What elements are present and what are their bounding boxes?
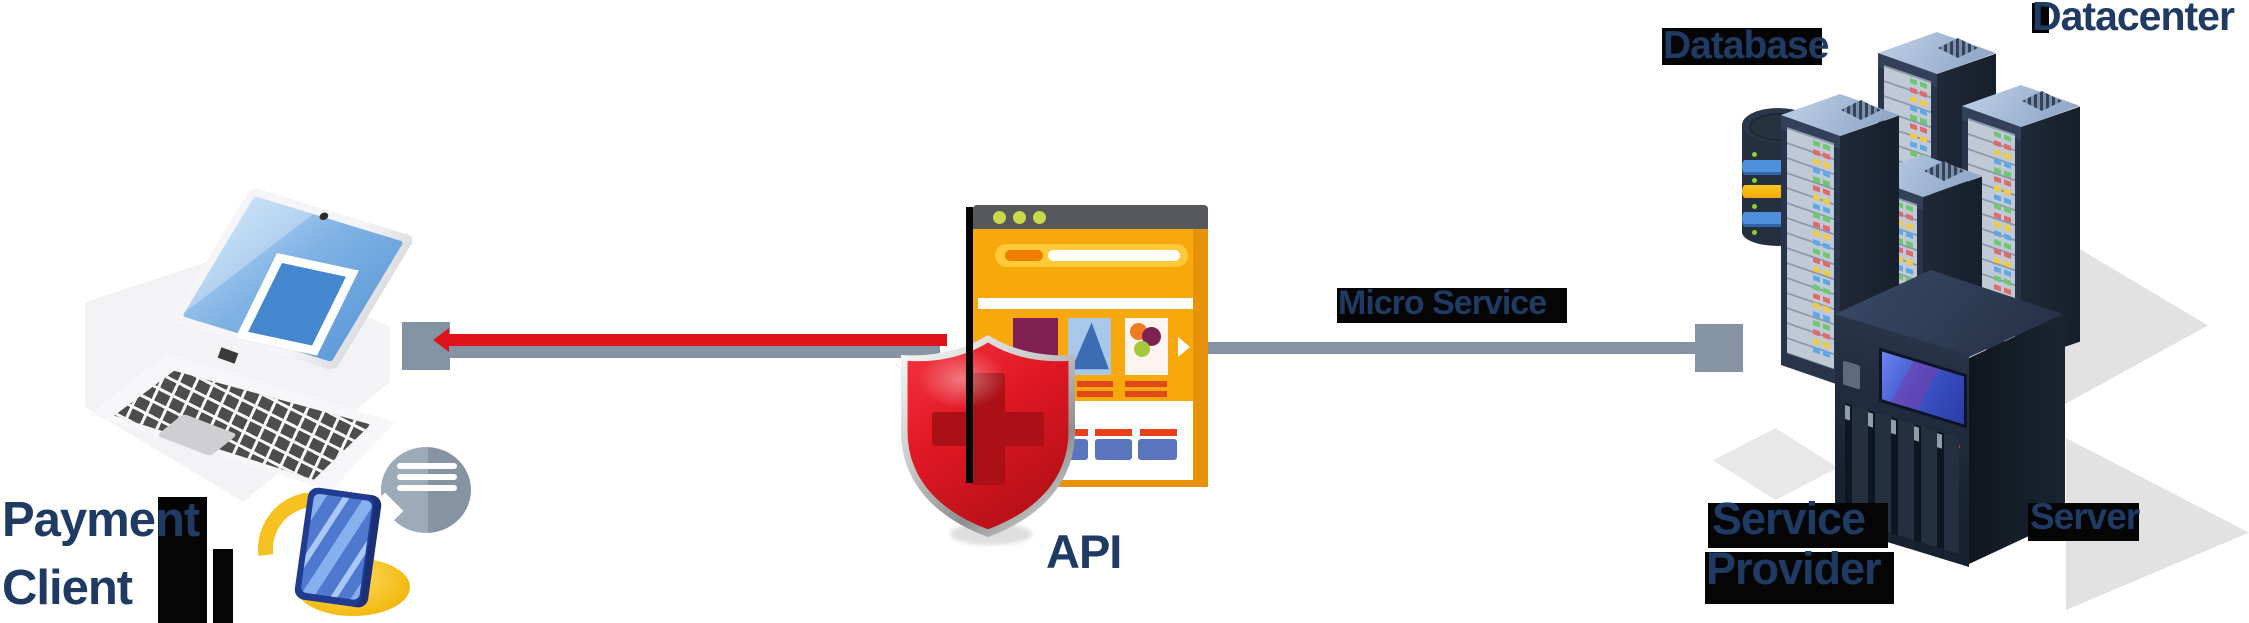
led-dot bbox=[1752, 204, 1757, 209]
content-block bbox=[1138, 439, 1177, 460]
service-provider-label-line2: Provider bbox=[1706, 543, 1882, 594]
artifact-black-bar bbox=[2032, 3, 2049, 33]
artifact-black-bar bbox=[2028, 503, 2139, 541]
text-dash bbox=[1140, 429, 1177, 436]
artifact-black-bar bbox=[966, 207, 973, 483]
nas-screen-stripe bbox=[1882, 351, 1964, 425]
red-link-arrowhead bbox=[433, 328, 449, 352]
server-label: Server bbox=[2030, 496, 2140, 537]
database-label: Database bbox=[1663, 24, 1829, 67]
rack-vent bbox=[1924, 161, 1964, 181]
text-bar bbox=[1125, 381, 1167, 387]
rack-vent bbox=[1841, 100, 1881, 120]
security-shield-icon bbox=[899, 335, 1077, 539]
led-dot bbox=[1752, 152, 1757, 157]
browser-bottom-edge bbox=[973, 480, 1208, 487]
text-bar bbox=[1077, 391, 1113, 397]
service-provider-label-line1: Service bbox=[1712, 493, 1866, 544]
micro-service-label: Micro Service bbox=[1338, 284, 1547, 322]
provider-connector-square bbox=[1695, 324, 1743, 372]
rack-vent bbox=[1938, 38, 1978, 58]
rack-vent bbox=[2022, 91, 2062, 111]
client-api-gray-line bbox=[450, 346, 940, 358]
text-bar bbox=[1125, 391, 1167, 397]
window-dot-icon bbox=[993, 211, 1006, 224]
client-api-red-line bbox=[447, 334, 947, 346]
nas-screen bbox=[1879, 347, 1967, 429]
content-block bbox=[1095, 439, 1132, 460]
rack-leds bbox=[1813, 140, 1820, 359]
window-dot-icon bbox=[1033, 211, 1046, 224]
payment-client-label-line1: Payment bbox=[2, 493, 200, 547]
artifact-black-bar bbox=[1662, 28, 1822, 65]
tile-circle bbox=[1142, 327, 1161, 346]
content-strip bbox=[978, 298, 1193, 309]
chat-bubble-icon bbox=[381, 447, 471, 533]
chat-line bbox=[397, 463, 457, 469]
artifact-black-bar bbox=[1337, 288, 1567, 323]
search-button-pill bbox=[1005, 250, 1043, 261]
tile-circle bbox=[1134, 341, 1150, 357]
ground-shadow bbox=[2058, 236, 2208, 408]
cross-icon bbox=[932, 412, 1044, 446]
artifact-black-bar bbox=[1708, 503, 1888, 548]
nas-power-button bbox=[1843, 360, 1860, 390]
text-dash bbox=[1095, 429, 1132, 436]
rack-front bbox=[1781, 115, 1840, 386]
carousel-arrow-icon bbox=[1178, 337, 1190, 357]
content-tile bbox=[1068, 318, 1111, 375]
artifact-black-bar bbox=[213, 549, 233, 623]
datacenter-label: Datacenter bbox=[2032, 0, 2235, 39]
shield-gloss bbox=[917, 349, 1007, 409]
browser-search-bar bbox=[995, 244, 1188, 267]
window-dot-icon bbox=[1013, 211, 1026, 224]
content-tile bbox=[1125, 318, 1168, 375]
payment-client-label-line2: Client bbox=[2, 561, 133, 615]
browser-title-bar bbox=[973, 205, 1208, 229]
artifact-black-bar bbox=[158, 497, 207, 623]
text-bar bbox=[1077, 381, 1113, 387]
text-dash bbox=[1068, 429, 1088, 436]
chat-line bbox=[397, 474, 457, 480]
chat-line bbox=[397, 485, 457, 491]
smartphone-icon bbox=[293, 486, 383, 609]
api-provider-gray-line bbox=[1207, 342, 1695, 354]
browser-right-edge bbox=[1193, 229, 1208, 487]
search-field-pill bbox=[1048, 250, 1180, 261]
rack-leds bbox=[1823, 143, 1830, 362]
led-dot bbox=[1752, 178, 1757, 183]
smartphone-screen bbox=[300, 493, 373, 601]
ground-shadow bbox=[1713, 428, 1838, 500]
api-label: API bbox=[1046, 525, 1122, 578]
led-dot bbox=[1752, 230, 1757, 235]
artifact-black-bar bbox=[1705, 552, 1894, 604]
